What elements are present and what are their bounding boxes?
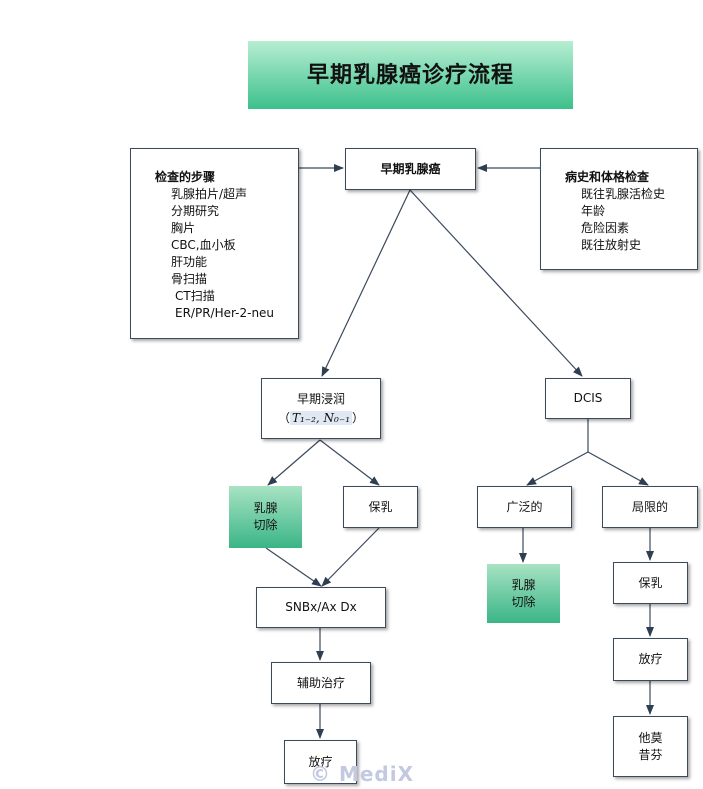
watermark: © MediX: [310, 762, 415, 786]
history-exam-box: 病史和体格检查 既往乳腺活检史 年龄 危险因素 既往放射史: [540, 148, 698, 270]
exam-steps-heading: 检查的步骤: [155, 170, 216, 184]
node-early-invasive-label: 早期浸润: [296, 391, 345, 406]
diagram-title: 早期乳腺癌诊疗流程: [248, 41, 573, 109]
adjuvant-therapy-label: 辅助治疗: [296, 675, 345, 690]
history-heading: 病史和体格检查: [565, 170, 650, 184]
node-tamoxifen: 他莫 昔芬: [613, 716, 688, 777]
arrow-root-to-dcis: [409, 189, 583, 377]
exam-step-item: 胸片: [171, 221, 196, 235]
mastectomy-left-line1: 乳腺: [253, 501, 278, 515]
node-conserve-left: 保乳: [343, 486, 418, 528]
tamoxifen-line1: 他莫: [638, 730, 663, 745]
history-item: 既往乳腺活检史: [581, 187, 666, 201]
node-early-invasive: 早期浸润 （T₁₋₂, N₀₋₁）: [261, 378, 381, 439]
node-radiotherapy-right: 放疗: [613, 638, 688, 681]
exam-step-item: 分期研究: [171, 204, 220, 218]
arrow-invasive-to-conserve: [319, 439, 380, 486]
arrow-dcis-to-localized: [587, 451, 649, 486]
conserve-right-label: 保乳: [638, 575, 663, 590]
node-early-invasive-stage: （T₁₋₂, N₀₋₁）: [278, 410, 364, 427]
node-mastectomy-right: 乳腺 切除: [487, 564, 560, 623]
arrow-invasive-to-mastectomy: [267, 439, 321, 486]
stage-notation: T₁₋₂, N₀₋₁: [289, 410, 353, 425]
extensive-label: 广泛的: [506, 499, 543, 514]
mastectomy-right-line2: 切除: [511, 594, 536, 609]
node-dcis-label: DCIS: [573, 391, 603, 405]
arrow-conserve-to-snb: [321, 527, 380, 587]
exam-step-item: 肝功能: [171, 255, 208, 269]
node-snb-axdx: SNBx/Ax Dx: [256, 587, 386, 628]
node-mastectomy-left: 乳腺 切除: [229, 486, 302, 548]
mastectomy-right-line1: 乳腺: [511, 577, 536, 592]
localized-label: 局限的: [631, 499, 668, 514]
node-localized: 局限的: [602, 486, 698, 528]
snb-axdx-label: SNBx/Ax Dx: [285, 600, 357, 614]
node-early-breast-cancer-label: 早期乳腺癌: [380, 161, 441, 176]
node-early-breast-cancer: 早期乳腺癌: [345, 148, 476, 190]
node-adjuvant-therapy: 辅助治疗: [271, 662, 371, 704]
radiotherapy-right-label: 放疗: [638, 652, 663, 666]
tamoxifen-line2: 昔芬: [638, 747, 663, 762]
arrow-dcis-to-extensive: [526, 451, 589, 486]
exam-step-item: 骨扫描: [171, 272, 208, 286]
node-conserve-right: 保乳: [613, 562, 688, 604]
arrow-mastectomy-to-snb: [265, 547, 322, 587]
node-radiotherapy-left: 放疗: [284, 740, 357, 784]
node-extensive: 广泛的: [477, 486, 572, 528]
stage-close-paren: ）: [352, 410, 365, 425]
exam-step-item: CBC,血小板: [171, 238, 236, 252]
stage-open-paren: （: [277, 410, 290, 425]
arrow-root-to-invasive: [321, 189, 411, 377]
node-dcis: DCIS: [545, 378, 631, 419]
conserve-left-label: 保乳: [368, 499, 393, 514]
radiotherapy-left-label: 放疗: [308, 754, 333, 769]
exam-steps-box: 检查的步骤 乳腺拍片/超声 分期研究 胸片 CBC,血小板 肝功能 骨扫描 CT…: [130, 148, 299, 339]
mastectomy-left-line2: 切除: [253, 518, 278, 532]
history-item: 年龄: [581, 204, 606, 218]
history-item: 危险因素: [581, 221, 630, 235]
diagram-title-text: 早期乳腺癌诊疗流程: [306, 62, 514, 88]
exam-step-item: CT扫描: [175, 289, 215, 303]
history-item: 既往放射史: [581, 238, 642, 252]
exam-step-item: 乳腺拍片/超声: [171, 187, 248, 201]
exam-step-item: ER/PR/Her-2-neu: [175, 306, 275, 320]
